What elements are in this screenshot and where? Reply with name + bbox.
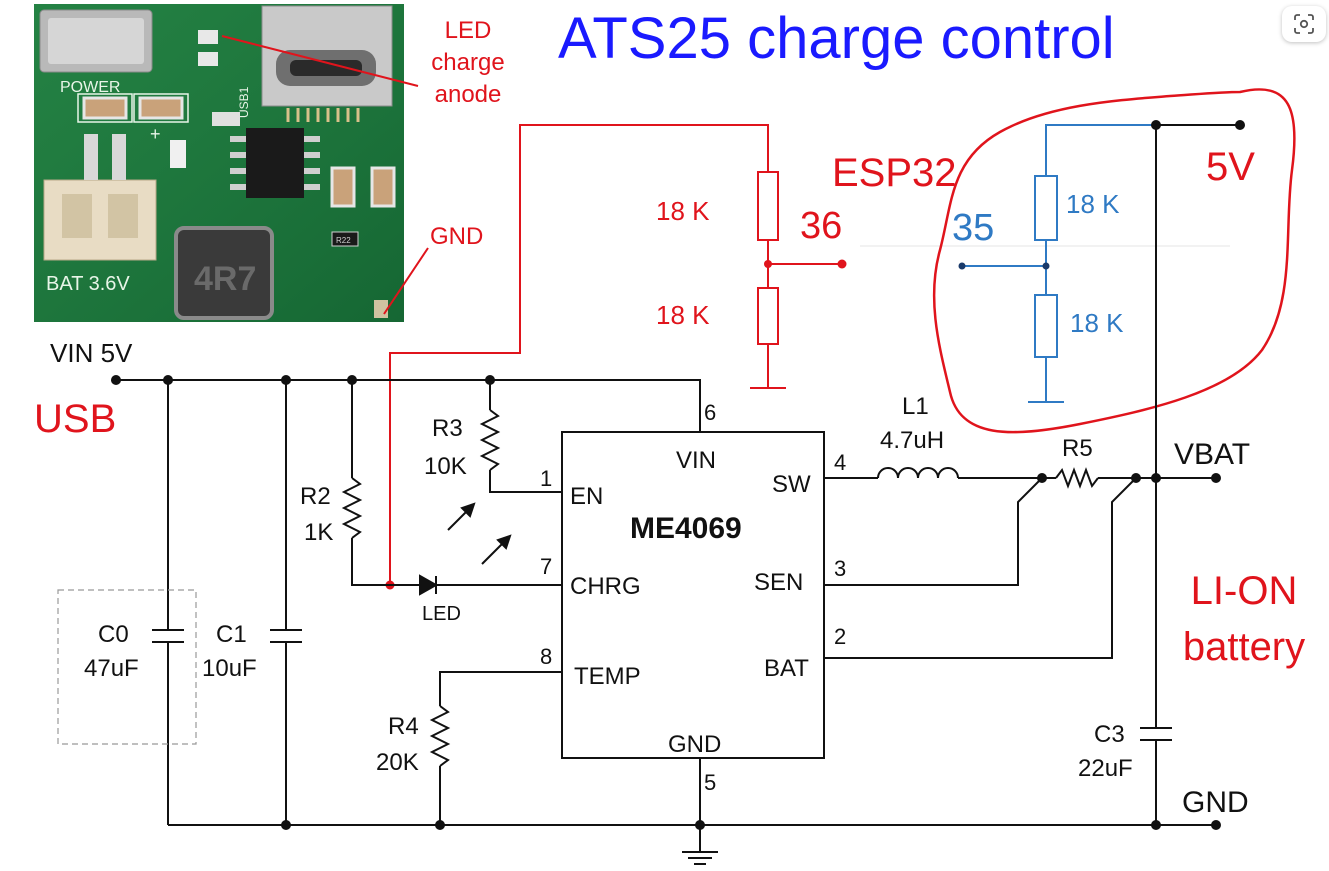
diagram-title: ATS25 charge control <box>558 6 1115 71</box>
red-divider <box>389 124 842 585</box>
led-charge-anode-label-1: LED <box>445 17 492 44</box>
c1-value: 10uF <box>202 655 257 682</box>
blue-resistor-top-value: 18 K <box>1066 189 1120 219</box>
usb-label: USB <box>34 397 116 441</box>
visual-search-button[interactable] <box>1282 6 1326 42</box>
photo-gnd-label: GND <box>430 223 483 250</box>
liion-label-2: battery <box>1183 625 1305 669</box>
r5-name: R5 <box>1062 435 1093 462</box>
blue-resistor-bottom-value: 18 K <box>1070 308 1124 338</box>
pcb-bat-label: BAT 3.6V <box>46 273 130 295</box>
pin-35-label: 35 <box>952 207 994 249</box>
ic-pin-gnd: GND <box>668 731 721 758</box>
l1-name: L1 <box>902 393 929 420</box>
ic-pin-chrg: CHRG <box>570 573 641 600</box>
red-resistor-top-value: 18 K <box>656 196 710 226</box>
led-charge-anode-label-2: charge <box>431 49 504 76</box>
c3-name: C3 <box>1094 721 1125 748</box>
junction-dots <box>111 120 1245 830</box>
pcb-inductor-label: 4R7 <box>194 260 256 298</box>
ic-pin-en: EN <box>570 483 603 510</box>
esp32-label: ESP32 <box>832 151 957 195</box>
photo-annotations: LED charge anode GND <box>221 17 505 315</box>
ic-pin-vin: VIN <box>676 447 716 474</box>
r3-value: 10K <box>424 453 467 480</box>
pcb-photo: POWER USB1 + 4R7 BAT 3.6V R22 <box>34 4 404 322</box>
vbat-label: VBAT <box>1174 438 1250 471</box>
c0-name: C0 <box>98 621 129 648</box>
pin-number-2: 2 <box>834 624 846 649</box>
blue-divider <box>962 124 1156 403</box>
vin-label: VIN 5V <box>50 338 133 368</box>
r2-name: R2 <box>300 483 331 510</box>
ic-pin-temp: TEMP <box>574 663 641 690</box>
highlight-loop <box>932 88 1296 434</box>
ic-pin-sen: SEN <box>754 569 803 596</box>
svg-text:+: + <box>150 124 161 144</box>
c3-value: 22uF <box>1078 755 1133 782</box>
ic-pin-sw: SW <box>772 471 811 498</box>
r4-name: R4 <box>388 713 419 740</box>
pcb-r-label: R22 <box>336 236 351 245</box>
pin-number-4: 4 <box>834 450 846 475</box>
r2-value: 1K <box>304 519 333 546</box>
c0-optional-box <box>57 589 197 745</box>
ic-name: ME4069 <box>630 512 742 545</box>
red-resistor-bottom-value: 18 K <box>656 300 710 330</box>
pin-36-label: 36 <box>800 205 842 247</box>
led-charge-anode-label-3: anode <box>435 81 502 108</box>
pin-number-6: 6 <box>704 400 716 425</box>
l1-value: 4.7uH <box>880 427 944 454</box>
pin-number-5: 5 <box>704 770 716 795</box>
c0-value: 47uF <box>84 655 139 682</box>
pin-number-8: 8 <box>540 644 552 669</box>
r3-name: R3 <box>432 415 463 442</box>
pin-number-7: 7 <box>540 554 552 579</box>
lens-icon <box>1294 14 1314 34</box>
pin-number-3: 3 <box>834 556 846 581</box>
gnd-label: GND <box>1182 786 1249 819</box>
pin-number-1: 1 <box>540 466 552 491</box>
ic-pin-bat: BAT <box>764 655 809 682</box>
r4-value: 20K <box>376 749 419 776</box>
pcb-usb-label: USB1 <box>237 86 251 118</box>
led-light-arrows <box>447 502 512 565</box>
c1-name: C1 <box>216 621 247 648</box>
led-label: LED <box>422 603 461 625</box>
pcb-power-label: POWER <box>60 79 120 96</box>
5v-label: 5V <box>1206 145 1255 189</box>
liion-label-1: LI-ON <box>1191 569 1298 613</box>
ic-body <box>561 431 825 759</box>
